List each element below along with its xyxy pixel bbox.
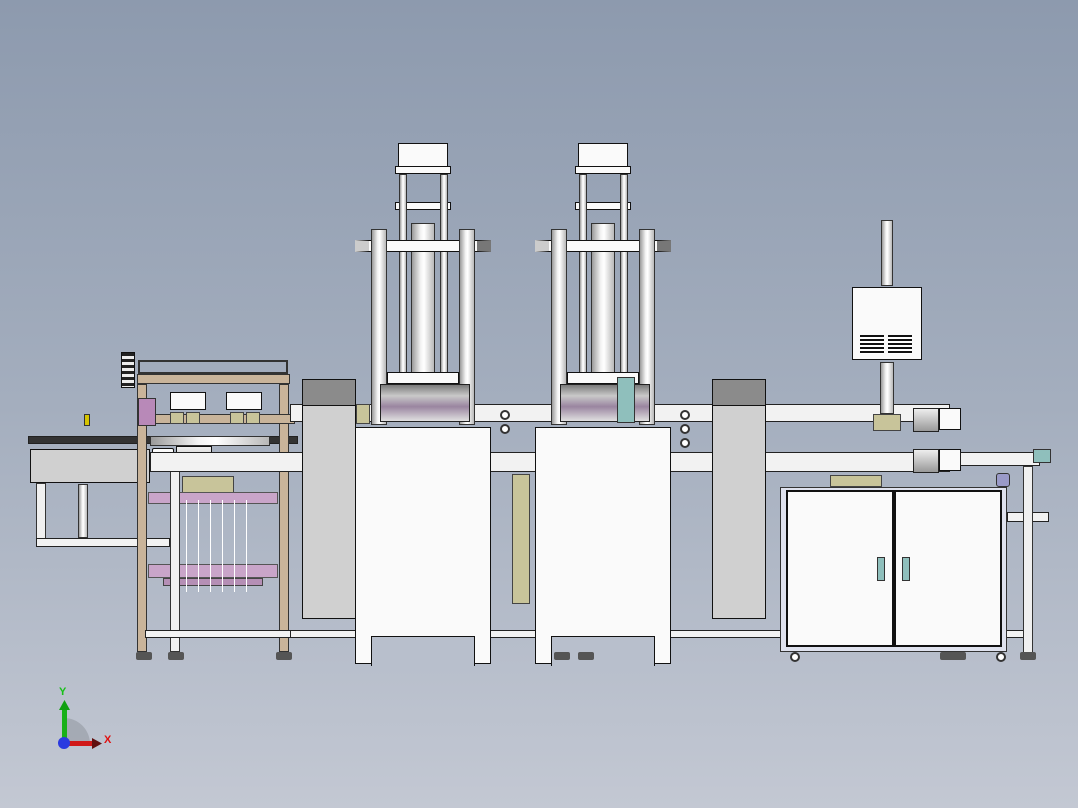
press1-crossbeam: [355, 240, 491, 252]
infeed-cylinder: [78, 484, 88, 538]
axis-triad-icon: [58, 700, 102, 749]
gripper-block-2: [186, 412, 200, 424]
leveling-foot: [136, 652, 152, 660]
press1-die-upper: [387, 372, 459, 384]
press2-base-cabinet: [535, 427, 671, 664]
gripper-head-1: [170, 392, 206, 410]
press1-die-set: [380, 384, 470, 422]
leveling-foot: [554, 652, 570, 660]
leveling-foot: [940, 652, 966, 660]
door-handle-left[interactable]: [877, 557, 885, 581]
press2-column-right: [639, 229, 655, 425]
outfeed-leg: [1023, 466, 1033, 656]
caster-wheel: [996, 652, 1006, 662]
y-axis-label: Y: [59, 686, 67, 698]
outfeed-conveyor: [960, 452, 1040, 466]
leveling-foot: [1020, 652, 1036, 660]
press1-column-left: [371, 229, 387, 425]
press2-crossbeam: [535, 240, 671, 252]
leveling-foot: [276, 652, 292, 660]
frame-inner-post: [170, 470, 180, 652]
press2-base-cutout: [551, 636, 655, 666]
caster-wheel: [790, 652, 800, 662]
frame-bracket: [138, 398, 156, 426]
idler-wheel: [500, 424, 510, 434]
press2-guide-rod-b: [620, 174, 628, 388]
guard-panel-left: [302, 379, 356, 619]
gripper-block-1: [170, 412, 184, 424]
pulley-right-upper: [939, 408, 961, 430]
idler-wheel: [680, 424, 690, 434]
coordinate-triad: Y X: [50, 686, 120, 756]
gripper-block-3: [230, 412, 244, 424]
press2-plate-mid: [575, 202, 631, 210]
servo-motor-right-upper: [913, 408, 939, 432]
leveling-foot: [578, 652, 594, 660]
press1-plate-top: [395, 166, 451, 174]
press1-base-cutout: [371, 636, 475, 666]
frame-post-right: [279, 384, 289, 652]
mast-clamp: [873, 414, 901, 431]
leveling-foot: [168, 652, 184, 660]
press2-top-cylinder: [578, 143, 628, 167]
outfeed-motor: [996, 473, 1010, 487]
door-handle-right[interactable]: [902, 557, 910, 581]
x-axis-label: X: [104, 734, 112, 746]
gripper-head-2: [226, 392, 262, 410]
press1-column-right: [459, 229, 475, 425]
guard-panel-right: [712, 379, 766, 619]
press1-base-cabinet: [355, 427, 491, 664]
infeed-base-rail: [36, 538, 170, 547]
press2-guard-plate: [617, 377, 635, 423]
outfeed-end-block: [1033, 449, 1051, 463]
idler-wheel: [680, 438, 690, 448]
linear-actuator-rod: [150, 436, 270, 446]
vent-grille-left: [860, 335, 884, 354]
servo-motor-right-lower: [913, 449, 939, 473]
pulley-right-lower: [939, 449, 961, 471]
press1-top-cylinder: [398, 143, 448, 167]
press2-guide-rod-a: [579, 174, 587, 388]
press1-guide-rod-b: [440, 174, 448, 388]
idler-wheel: [500, 410, 510, 420]
press2-die-set: [560, 384, 650, 422]
infeed-conveyor-housing: [30, 449, 150, 483]
frame-top-beam: [137, 374, 290, 384]
suction-rods: [186, 500, 256, 592]
mast-bottom: [880, 362, 894, 414]
guard-panel-right-cap: [712, 379, 766, 406]
gripper-block-4: [246, 412, 260, 424]
cabinet-top-block: [830, 475, 882, 487]
middle-support: [512, 474, 530, 604]
vent-grille-right: [888, 335, 912, 354]
press1-guide-rod-a: [399, 174, 407, 388]
press1-side-block-left: [356, 404, 370, 424]
guard-panel-left-cap: [302, 379, 356, 406]
motor-fan-icon: [121, 352, 135, 388]
cabinet-door-right[interactable]: [894, 490, 1002, 647]
press1-plate-mid: [395, 202, 451, 210]
frame-post-left: [137, 384, 147, 652]
cabinet-door-left[interactable]: [786, 490, 894, 647]
press2-plate-top: [575, 166, 631, 174]
press2-column-left: [551, 229, 567, 425]
infeed-leg-left: [36, 483, 46, 543]
mast-top: [881, 220, 893, 286]
idler-wheel: [680, 410, 690, 420]
infeed-sensor: [84, 414, 90, 426]
frame-top-belt: [138, 360, 288, 374]
